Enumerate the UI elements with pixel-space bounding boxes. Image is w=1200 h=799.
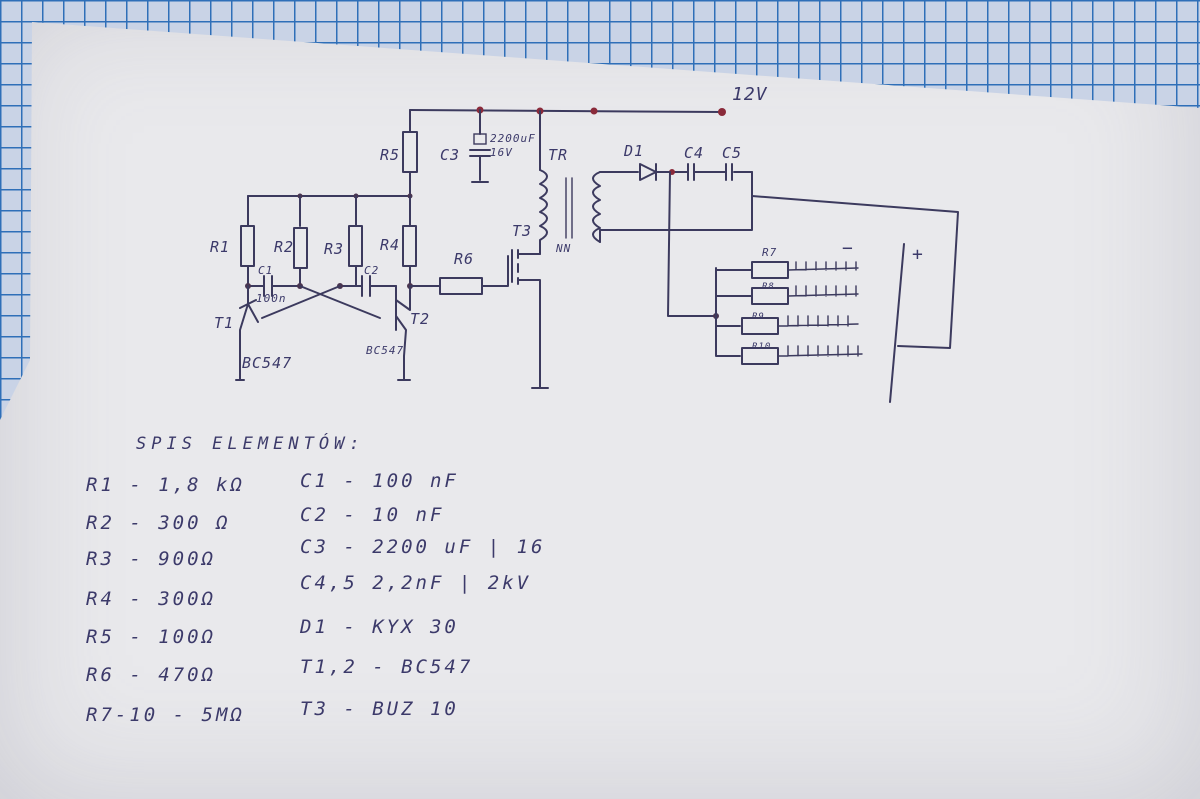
r4-label: R4 [380,236,401,254]
capacitor-c3 [469,149,491,183]
parts-list-item: R4 - 300Ω [86,588,216,610]
c1-label: C1 [258,264,274,277]
parts-list-item: R7-10 - 5MΩ [86,704,245,726]
c5-label: C5 [722,144,743,162]
parts-list-item: C1 - 100 nF [300,470,459,492]
r6-label: R6 [454,250,475,268]
parts-list-item: R6 - 470Ω [86,664,216,686]
transformer-primary-coil [539,169,548,255]
resistor-r4 [402,225,417,267]
t1-label: T1 [214,314,235,332]
capacitor-c2 [361,275,371,297]
needle-comb [787,261,859,271]
r5-label: R5 [380,146,401,164]
resistor-r5 [402,131,418,173]
capacitor-c3-body [473,133,487,145]
needle-comb [777,345,863,357]
capacitor-c1 [263,275,273,297]
resistor-r3 [348,225,363,267]
transformer-label: TR [548,146,569,164]
resistor-drops [247,195,411,227]
winding-label: NN [556,242,572,255]
parts-list-item: R5 - 100Ω [86,626,216,648]
transistor-t3 [511,249,549,389]
parts-list-item: T3 - BUZ 10 [300,698,459,720]
collector-plate [889,243,905,403]
c3-value-label: 2200uF 16V [490,132,536,159]
diode-d1 [639,163,657,181]
r10-label: R10 [752,342,772,352]
needle-comb [787,285,859,297]
c1-value-label: 100n [256,292,287,305]
transformer-core [565,177,573,239]
r1-label: R1 [210,238,231,256]
transistor-t1 [235,285,259,381]
parts-list-item: C2 - 10 nF [300,504,445,526]
secondary-wires [599,171,753,243]
supply-terminal-dot [718,108,726,116]
supply-rail-wire [409,109,723,113]
output-wire [667,171,717,317]
transformer-secondary-coil [592,171,601,243]
supply-voltage-label: 12V [732,84,768,105]
parts-list-item: D1 - KYX 30 [300,616,459,638]
rail-junction [590,107,598,115]
resistor-r1 [240,225,255,267]
r7-label: R7 [762,246,778,259]
c2-label: C2 [364,264,380,277]
parts-list-item: C4,5 2,2nF | 2kV [300,572,532,594]
ladder-wires [715,267,753,357]
parts-list-item: R3 - 900Ω [86,548,216,570]
c3-label: C3 [440,146,461,164]
r3-label: R3 [324,240,345,258]
resistor-r2 [293,227,308,269]
capacitor-c5 [725,163,733,181]
t2-type-label: BC547 [366,344,405,357]
resistor-r6 [439,277,483,295]
output-plus-wire [751,195,959,349]
parts-list-item: R1 - 1,8 kΩ [86,474,245,496]
resistor-r7 [751,261,789,279]
t1-type-label: BC547 [242,354,293,372]
c4-label: C4 [684,144,705,162]
transistor-t2 [395,285,411,381]
parts-list-title: SPIS ELEMENTÓW: [136,434,365,454]
r9-label: R9 [752,312,765,322]
r2-label: R2 [274,238,295,256]
parts-list-item: R2 - 300 Ω [86,512,231,534]
d1-label: D1 [624,142,645,160]
needle-comb [777,315,859,327]
plus-label: + [912,244,924,265]
t3-label: T3 [512,222,533,240]
parts-list-item: C3 - 2200 uF | 16 [300,536,546,558]
t2-label: T2 [410,310,431,328]
minus-label: − [842,238,854,259]
gate-wire [481,255,509,287]
cross-coupling-wires [261,285,381,319]
resistor-lower-wires [247,265,411,287]
parts-list-item: T1,2 - BC547 [300,656,474,678]
r8-label: R8 [762,282,775,292]
